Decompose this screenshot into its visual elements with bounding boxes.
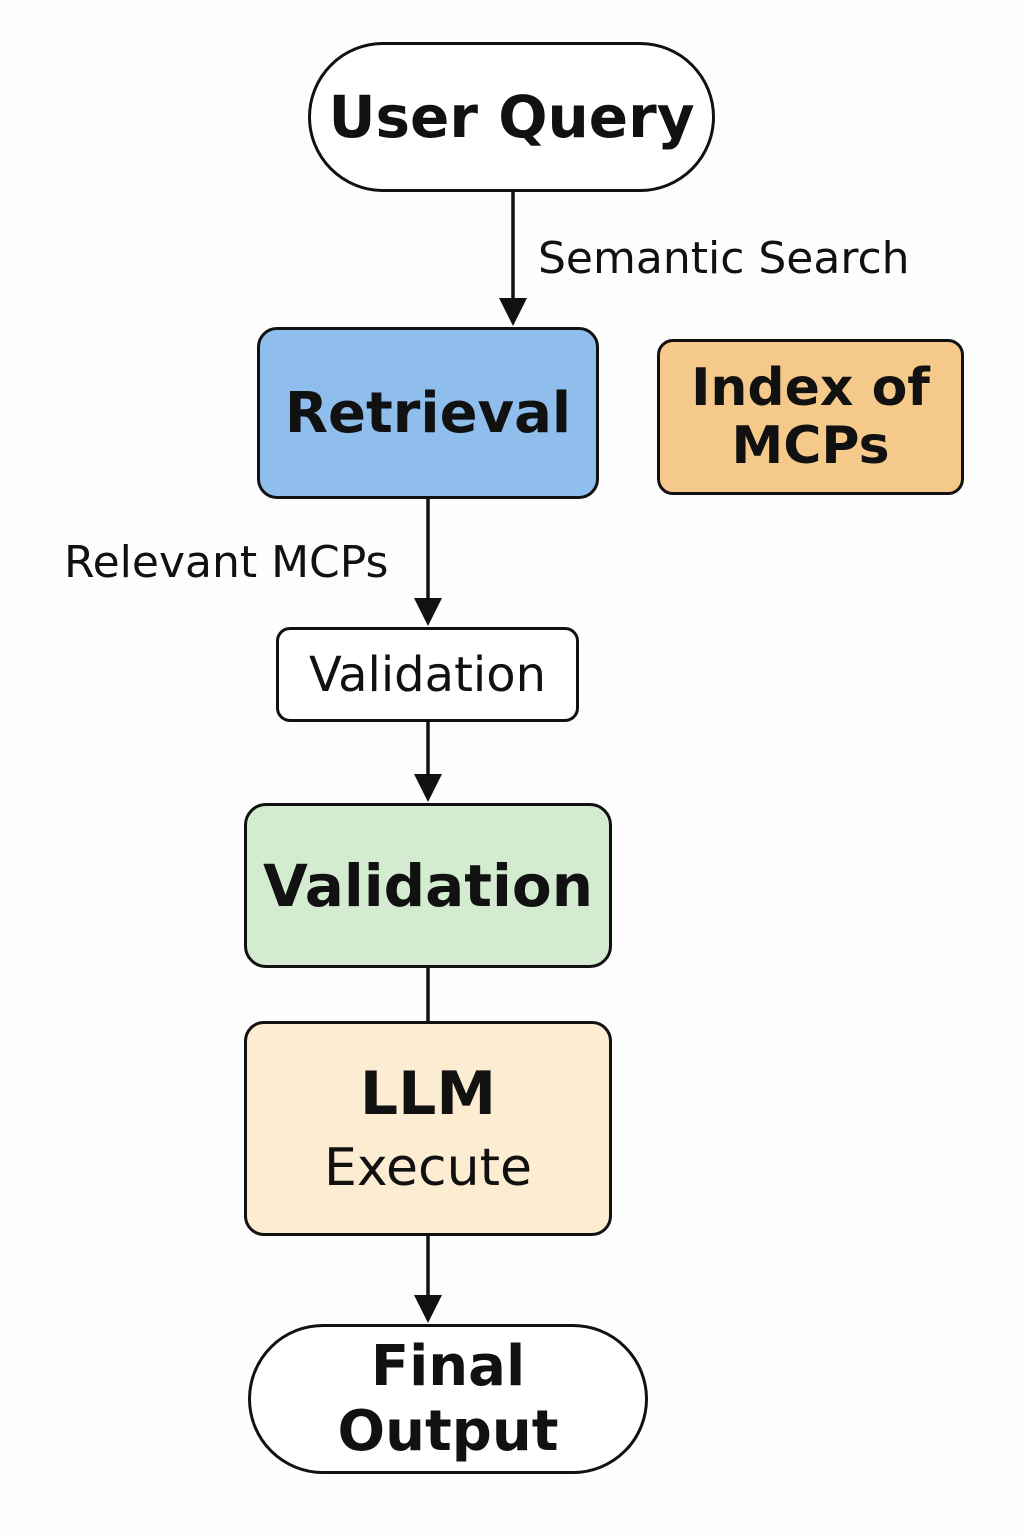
index-label-line2: MCPs (731, 416, 890, 476)
index-of-mcps-node: Index of MCPs (657, 339, 964, 495)
arrowhead-validation-to-validation (414, 774, 442, 802)
llm-execute-node: LLM Execute (244, 1021, 612, 1236)
llm-subtitle: Execute (324, 1137, 532, 1198)
arrowhead-query-to-retrieval (499, 298, 527, 326)
validation-step-node: Validation (276, 627, 579, 722)
retrieval-node: Retrieval (257, 327, 599, 499)
arrowhead-retrieval-to-validation (414, 598, 442, 626)
semantic-search-label: Semantic Search (538, 233, 910, 284)
llm-title: LLM (359, 1058, 497, 1129)
validation-step-label: Validation (308, 646, 547, 703)
retrieval-label: Retrieval (284, 380, 572, 446)
user-query-node: User Query (308, 42, 715, 192)
validation-node: Validation (244, 803, 612, 968)
final-output-label: Final Output (337, 1334, 559, 1464)
index-label-line1: Index of (691, 357, 930, 418)
user-query-label: User Query (328, 83, 695, 151)
arrowhead-llm-to-output (414, 1295, 442, 1323)
validation-label: Validation (262, 851, 594, 920)
relevant-mcps-label: Relevant MCPs (64, 537, 389, 588)
final-output-node: Final Output (248, 1324, 648, 1474)
